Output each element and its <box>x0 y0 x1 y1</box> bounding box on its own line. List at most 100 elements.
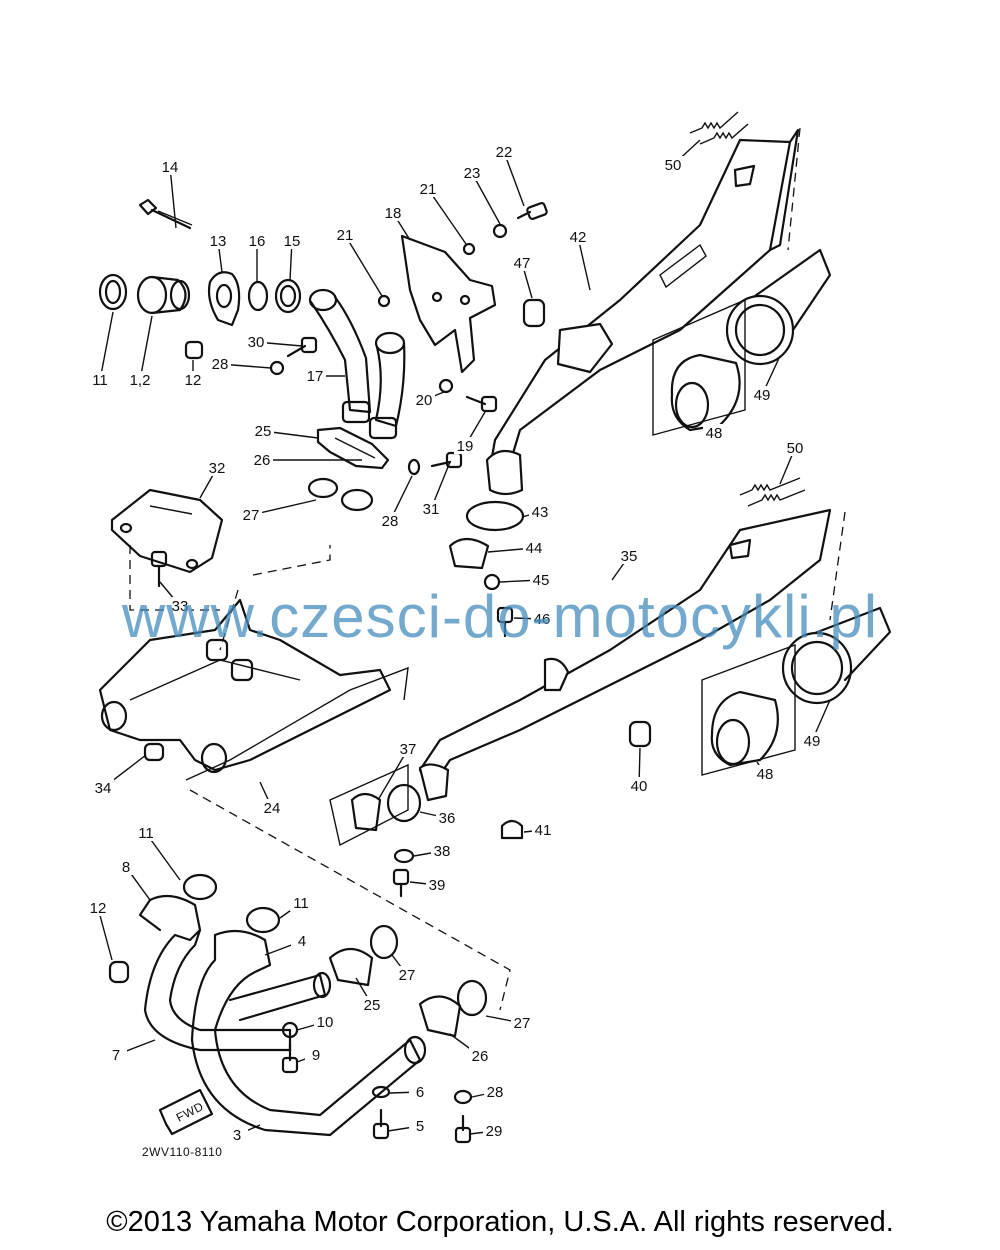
callout-backdrop <box>511 254 533 271</box>
part-callout: 8 <box>122 859 130 876</box>
gasket-36 <box>386 783 422 823</box>
nut-41 <box>500 819 524 840</box>
part-callout: 18 <box>385 205 402 222</box>
leader-line <box>503 151 525 207</box>
leader-line <box>344 234 383 297</box>
callout-backdrop <box>281 232 303 249</box>
callout-backdrop <box>801 732 823 749</box>
washer-21-b <box>377 294 391 308</box>
part-callout: 26 <box>254 452 271 469</box>
leader-line <box>169 166 177 229</box>
part-callout: 21 <box>337 227 354 244</box>
part-callout: 11 <box>92 372 108 389</box>
part-callout: 50 <box>787 440 804 457</box>
callout-backdrop <box>252 422 274 439</box>
part-callout: 25 <box>364 997 381 1014</box>
part-callout: 42 <box>570 229 587 246</box>
part-callout: 27 <box>514 1015 531 1032</box>
bolt-46 <box>496 606 514 638</box>
clamp-25-26-upper <box>316 426 390 470</box>
part-callout: 3 <box>233 1127 241 1144</box>
leader-line <box>577 236 591 291</box>
callout-backdrop <box>206 459 228 476</box>
leader-line <box>99 311 114 381</box>
leader-line <box>97 907 113 961</box>
callout-backdrop <box>484 1083 506 1100</box>
part-callout: 35 <box>621 548 638 565</box>
part-callout: 27 <box>243 507 260 524</box>
part-callout: 40 <box>631 778 648 795</box>
callout-backdrop <box>87 899 109 916</box>
part-callout: 28 <box>382 513 399 530</box>
bolt-33 <box>150 550 168 588</box>
part-callout: 15 <box>284 233 301 250</box>
callout-backdrop <box>531 610 553 627</box>
gasket-27-lower-a <box>369 924 399 960</box>
leader-line <box>139 315 153 381</box>
washer-28-b <box>407 458 421 476</box>
callout-backdrop <box>361 996 383 1013</box>
end-pipe-48-lower <box>710 690 779 767</box>
bolt-14 <box>138 198 193 230</box>
bolt-19 <box>465 395 498 413</box>
part-callout: 49 <box>754 387 771 404</box>
callout-backdrop <box>304 367 326 384</box>
part-callout: 46 <box>534 611 551 628</box>
springs-50-upper <box>689 111 749 145</box>
callout-backdrop <box>89 371 111 388</box>
outline-48-49-lower <box>701 643 796 776</box>
springs-50-lower <box>739 477 806 507</box>
part-callout: 11 <box>138 825 154 842</box>
callout-backdrop <box>182 371 204 388</box>
callout-backdrop <box>397 740 419 757</box>
fwd-arrow: FWD <box>158 1088 214 1136</box>
callout-backdrop <box>417 180 439 197</box>
part-callout: 47 <box>514 255 531 272</box>
callout-backdrop <box>523 539 545 556</box>
callout-backdrop <box>251 451 273 468</box>
part-callout: 16 <box>249 233 266 250</box>
part-callout: 33 <box>172 598 189 615</box>
callout-backdrop <box>426 876 448 893</box>
part-callout: 7 <box>112 1047 120 1064</box>
guide-lower-right <box>189 789 511 1011</box>
washer-28-lower <box>453 1089 473 1105</box>
part-callout: 22 <box>496 144 513 161</box>
part-callout: 29 <box>486 1123 503 1140</box>
callout-backdrop <box>511 1014 533 1031</box>
bolt-29 <box>454 1114 472 1144</box>
callout-backdrop <box>226 1126 248 1143</box>
part-callout: 12 <box>185 372 202 389</box>
callout-backdrop <box>246 232 268 249</box>
exhaust-pipe-3 <box>190 929 427 1137</box>
part-callout: 30 <box>248 334 265 351</box>
part-callout: 12 <box>90 900 107 917</box>
damper-12-lower <box>108 960 130 984</box>
muffler-35 <box>418 508 846 802</box>
callout-backdrop <box>431 842 453 859</box>
part-callout: 13 <box>210 233 227 250</box>
callout-backdrop <box>454 437 476 454</box>
bolt-22 <box>516 202 548 220</box>
exhaust-pipe-7 <box>138 894 332 1052</box>
callout-backdrop <box>382 204 404 221</box>
outline-36-37 <box>329 763 409 847</box>
gasket-11-lower-a <box>182 873 218 901</box>
part-callout: 4 <box>298 933 306 950</box>
callout-backdrop <box>305 1046 327 1063</box>
part-callout: 1,2 <box>130 372 151 389</box>
callout-backdrop <box>413 391 435 408</box>
bolt-9 <box>281 1042 299 1074</box>
part-callout: 6 <box>416 1084 424 1101</box>
callout-backdrop <box>135 824 157 841</box>
callout-backdrop <box>461 164 483 181</box>
callout-backdrop <box>754 765 776 782</box>
clamp-13 <box>207 271 241 327</box>
gasket-15 <box>274 278 302 314</box>
callout-backdrop <box>207 232 229 249</box>
callout-backdrop <box>261 799 283 816</box>
damper-12 <box>184 340 204 360</box>
bolt-5 <box>372 1108 390 1140</box>
callout-backdrop <box>751 386 773 403</box>
